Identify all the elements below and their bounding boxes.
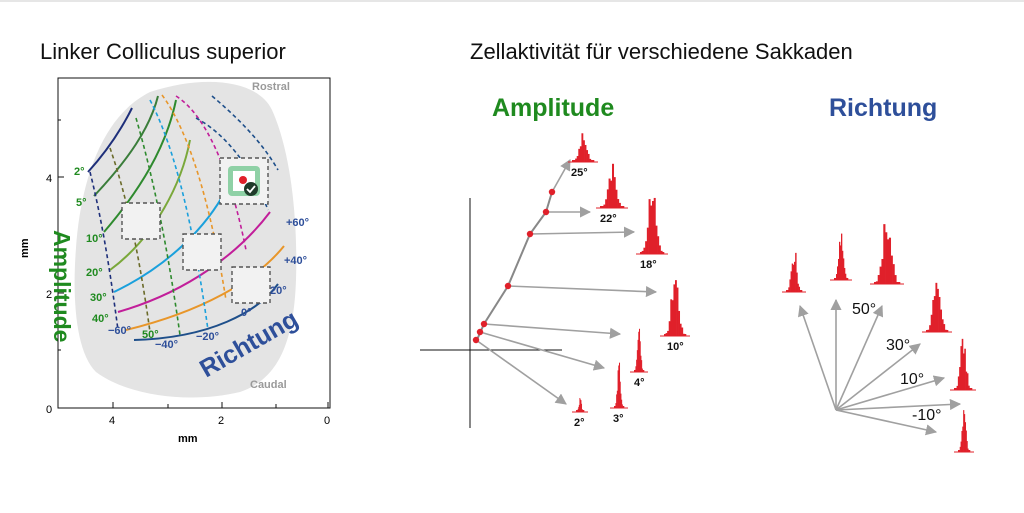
svg-text:50°: 50° (142, 329, 159, 341)
x-axis-label: mm (178, 433, 198, 445)
right-title: Zellaktivität für verschiedene Sakkaden (470, 39, 853, 64)
svg-text:5°: 5° (76, 197, 87, 209)
amplitude-ticks: 2° 5° 10° 20° 30° 40° 50° (74, 166, 159, 341)
dir-hist-4 (922, 282, 952, 333)
svg-text:30°: 30° (90, 292, 107, 304)
sacc-label-10: 10° (667, 341, 684, 353)
left-title: Linker Colliculus superior (40, 39, 286, 64)
dir-hist-3 (870, 224, 904, 285)
hist-2 (572, 397, 588, 413)
hist-3 (610, 362, 628, 409)
direction-arrows (798, 298, 962, 436)
top-divider (0, 0, 1024, 2)
direction-ticks: +60° +40° 20° 0° −20° −40° −60° (108, 217, 309, 351)
svg-text:0°: 0° (241, 307, 252, 319)
dir-label-10: 10° (900, 371, 924, 388)
dir-label-minus10: -10° (912, 407, 942, 424)
y-tick-4: 4 (46, 173, 52, 185)
dir-hist-6 (954, 410, 974, 453)
dir-label-50: 50° (852, 301, 876, 318)
sacc-label-22: 22° (600, 213, 617, 225)
sacc-label-25: 25° (571, 167, 588, 179)
x-tick-0: 0 (324, 415, 330, 427)
svg-text:+40°: +40° (284, 255, 307, 267)
amplitude-arrows (475, 159, 658, 405)
svg-text:−20°: −20° (196, 331, 219, 343)
hist-18 (636, 197, 668, 255)
svg-text:20°: 20° (86, 267, 103, 279)
amplitude-heading: Amplitude (492, 94, 614, 122)
hist-4 (630, 328, 648, 373)
direction-heading: Richtung (829, 94, 937, 122)
hist-10 (660, 280, 690, 337)
rostral-label: Rostral (252, 81, 290, 93)
sacc-label-3: 3° (613, 413, 624, 425)
svg-text:10°: 10° (86, 233, 103, 245)
y-tick-2: 2 (46, 289, 52, 301)
selected-site-icon (228, 166, 260, 196)
saccade-trajectory (475, 191, 553, 343)
dir-hist-2 (830, 233, 852, 281)
direction-saccade-labels: 50° 30° 10° -10° (852, 301, 942, 424)
colliculus-map: 4 2 0 mm 4 2 0 mm Rostral Caudal (19, 77, 331, 445)
y-axis (58, 119, 64, 409)
svg-text:+60°: +60° (286, 217, 309, 229)
x-tick-2: 2 (218, 415, 224, 427)
direction-panel: 50° 30° 10° -10° (782, 224, 976, 453)
svg-text:40°: 40° (92, 313, 109, 325)
x-axis (112, 402, 329, 408)
svg-text:−40°: −40° (155, 339, 178, 351)
svg-text:−60°: −60° (108, 325, 131, 337)
y-axis-label: mm (19, 238, 31, 258)
amplitude-histograms (568, 133, 690, 413)
dir-hist-5 (950, 338, 976, 391)
sacc-label-2: 2° (574, 417, 585, 429)
amplitude-axis-label: Amplitude (49, 230, 75, 342)
hist-25 (568, 133, 598, 163)
map-frame (57, 77, 331, 409)
x-tick-4: 4 (109, 415, 115, 427)
caudal-label: Caudal (250, 379, 287, 391)
sacc-label-18: 18° (640, 259, 657, 271)
amplitude-panel: 25° 22° 18° 10° 4° 3° 2° (420, 133, 690, 429)
hist-22 (596, 163, 628, 209)
trajectory-points (472, 188, 556, 344)
y-tick-0: 0 (46, 404, 52, 416)
svg-text:2°: 2° (74, 166, 85, 178)
dir-hist-1 (782, 252, 806, 293)
sacc-label-4: 4° (634, 377, 645, 389)
dir-label-30: 30° (886, 337, 910, 354)
svg-text:20°: 20° (270, 285, 287, 297)
direction-histograms (782, 224, 976, 453)
amplitude-saccade-labels: 25° 22° 18° 10° 4° 3° 2° (571, 167, 684, 429)
